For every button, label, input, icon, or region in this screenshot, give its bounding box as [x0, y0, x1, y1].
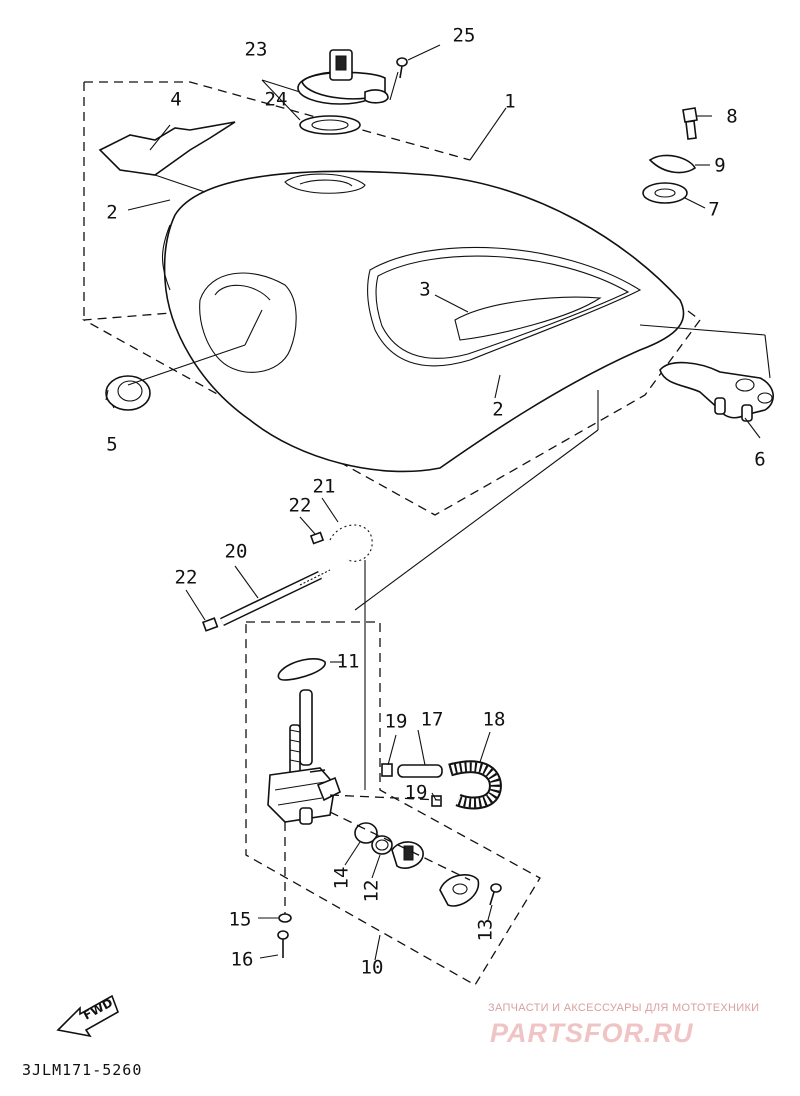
callout-8: 8	[726, 105, 738, 128]
fuel-cap-23	[297, 49, 389, 105]
callout-17: 17	[420, 708, 444, 731]
callout-20: 20	[224, 540, 248, 563]
grommet-5	[105, 375, 151, 411]
callout-4: 4	[170, 88, 182, 111]
callout-7: 7	[708, 198, 720, 221]
hose-21	[327, 522, 376, 565]
plate	[439, 874, 480, 907]
clip-22-lower	[201, 617, 219, 632]
callout-3: 3	[419, 278, 431, 301]
callout-23: 23	[244, 38, 268, 61]
callout-22-upper: 22	[288, 494, 312, 517]
callout-5: 5	[106, 433, 118, 456]
callout-2-upper: 2	[106, 201, 118, 224]
washer-14	[354, 822, 378, 844]
clip-22-upper	[309, 531, 325, 545]
clip-19-lower	[431, 795, 442, 807]
callout-9: 9	[714, 154, 726, 177]
callout-12: 12	[360, 879, 383, 903]
callout-18: 18	[482, 708, 506, 731]
lever-knob	[391, 841, 424, 869]
callout-22-lower: 22	[174, 566, 198, 589]
fwd-arrow-icon: FWD	[56, 994, 119, 1038]
bolt-8	[682, 107, 698, 140]
leader-lines-hoses	[185, 497, 366, 790]
fuel-tank	[162, 170, 685, 473]
callout-21: 21	[312, 475, 336, 498]
callout-1: 1	[504, 90, 516, 113]
callout-19-upper: 19	[384, 710, 408, 733]
callout-15: 15	[228, 908, 252, 931]
hose-18	[448, 760, 502, 810]
leader-lines-upper	[127, 44, 771, 611]
pipe-17	[397, 764, 443, 778]
fuel-cock	[267, 689, 341, 825]
callout-6: 6	[754, 448, 766, 471]
watermark-brand: PARTSFOR.RU	[490, 1018, 694, 1048]
pipe-20	[220, 569, 331, 627]
petcock-assembly-outline	[245, 621, 541, 986]
screw-16	[277, 930, 289, 958]
callout-16: 16	[230, 948, 254, 971]
watermark-text: ЗАПЧАСТИ И АКСЕССУАРЫ ДЛЯ МОТОТЕХНИКИ	[488, 1002, 760, 1014]
damper-7	[642, 182, 688, 204]
screw-13	[489, 883, 502, 906]
emblem-4	[98, 121, 236, 176]
screw-25	[396, 57, 408, 79]
axis-line-lever	[329, 811, 471, 881]
callout-25: 25	[452, 24, 476, 47]
callout-19-lower: 19	[404, 781, 428, 804]
washer-15	[278, 913, 292, 923]
callout-10: 10	[360, 956, 384, 979]
axis-line-outlet	[329, 794, 441, 801]
diagram-code: 3JLM171-5260	[22, 1061, 143, 1079]
bracket-6	[659, 361, 774, 422]
callout-14: 14	[330, 866, 353, 890]
clip-19-upper	[381, 763, 393, 777]
callout-2-lower: 2	[492, 398, 504, 421]
gasket-24	[299, 115, 361, 135]
callout-13: 13	[474, 918, 497, 942]
leader-lines-lower	[258, 729, 493, 961]
callout-11: 11	[336, 650, 360, 673]
o-ring-12	[371, 835, 393, 855]
o-ring-11	[277, 658, 343, 681]
washer-9	[648, 154, 697, 174]
callout-24: 24	[264, 88, 288, 111]
